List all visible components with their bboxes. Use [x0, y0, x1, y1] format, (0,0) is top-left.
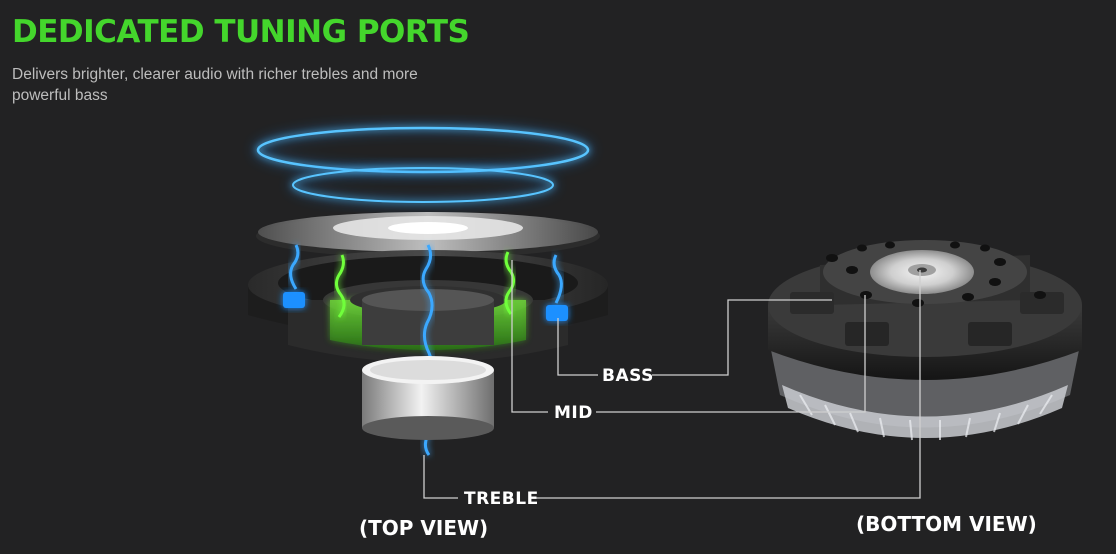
blue-sound-waves [253, 123, 593, 206]
bottom-view-driver [768, 240, 1082, 441]
diaphragm [256, 212, 600, 258]
treble-label: TREBLE [464, 489, 539, 509]
bottom-view-caption: (BOTTOM VIEW) [856, 512, 1037, 536]
top-view-caption: (TOP VIEW) [359, 516, 489, 540]
center-cylinder [362, 356, 494, 440]
page-subtitle: Delivers brighter, clearer audio with ri… [12, 66, 418, 104]
driver-housing [248, 250, 608, 363]
page-title: DEDICATED TUNING PORTS [12, 14, 470, 50]
green-mid-waves [334, 251, 516, 318]
mid-label: MID [554, 403, 593, 423]
bass-label: BASS [602, 366, 654, 386]
leader-lines [423, 260, 921, 499]
